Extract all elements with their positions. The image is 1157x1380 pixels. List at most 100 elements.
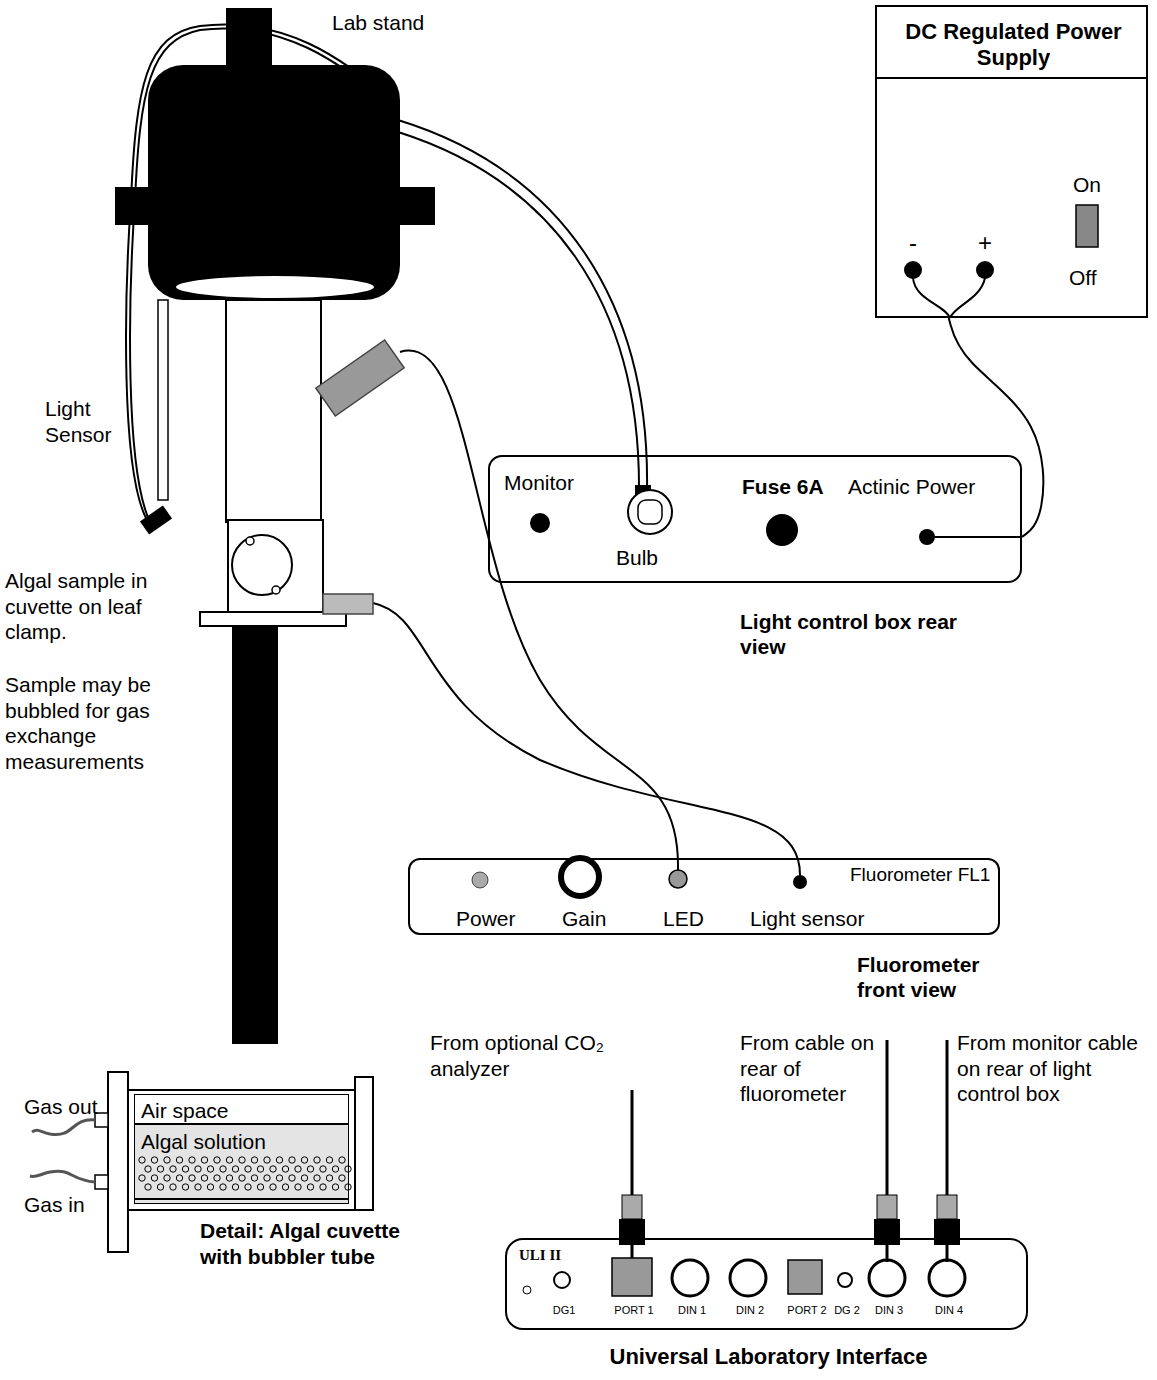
fluorometer-parts — [472, 858, 807, 896]
fluorometer-parts-part — [793, 875, 807, 889]
control-label: Gain — [562, 906, 606, 931]
algal-cuvette-part-part — [270, 1184, 276, 1190]
band-label: Air space — [141, 1098, 229, 1123]
algal-cuvette-part — [108, 1072, 128, 1252]
algal-cuvette-part-part — [314, 1157, 320, 1163]
algal-cuvette-part-part — [226, 1175, 232, 1181]
power-supply-parts — [877, 78, 1146, 318]
algal-cuvette-part-part — [270, 1166, 276, 1172]
algal-cuvette-part-part — [339, 1157, 345, 1163]
algal-cuvette-part-part — [176, 1175, 182, 1181]
algal-cuvette-part-part — [145, 1166, 151, 1172]
port-label: PORT 2 — [784, 1304, 830, 1317]
algal-cuvette-part-part — [257, 1166, 263, 1172]
algal-cuvette-part-part — [264, 1175, 270, 1181]
algal-cuvette-part-part — [239, 1157, 245, 1163]
light-box-parts-part — [935, 536, 1022, 538]
led-holder — [316, 340, 404, 416]
air-space-band: Air space — [134, 1094, 349, 1124]
lamp-cable-part — [398, 132, 639, 490]
port-label: DIN 3 — [866, 1304, 912, 1317]
light-box-parts-part — [530, 513, 550, 533]
fluorometer-cables-part — [373, 603, 800, 875]
power-supply-parts-part — [1076, 205, 1098, 247]
interface-box: ULI IIDG1PORT 1DIN 1DIN 2PORT 2DG 2DIN 3… — [505, 1238, 1028, 1330]
led-holder-part — [316, 340, 404, 416]
cable-note: From cable on rear of fluorometer — [740, 1030, 880, 1107]
algal-cuvette-part-part — [276, 1157, 282, 1163]
algal-cuvette-part-part — [301, 1157, 307, 1163]
light-box-parts-part — [628, 490, 672, 534]
uli-connectors-part — [612, 1258, 652, 1296]
switch-label: On — [1073, 172, 1101, 197]
cable-note: From monitor cable on rear of light cont… — [957, 1030, 1149, 1107]
algal-cuvette-part-part — [307, 1166, 313, 1172]
light-box-parts-part — [766, 514, 798, 546]
lab-stand-part — [232, 624, 278, 1044]
algal-cuvette-part-part — [145, 1184, 151, 1190]
uli-cables-part — [619, 1219, 645, 1245]
algal-cuvette-part-part — [276, 1175, 282, 1181]
algal-cuvette-part-part — [264, 1157, 270, 1163]
power-supply-parts-part — [950, 278, 985, 318]
algal-cuvette-part-part — [164, 1175, 170, 1181]
leaf-clamp-part — [228, 520, 323, 612]
algal-cuvette-part-part — [170, 1166, 176, 1172]
algal-cuvette-part-part — [232, 1184, 238, 1190]
lamp-cable-part — [398, 120, 647, 490]
algal-cuvette-part-part — [282, 1166, 288, 1172]
box-title: DC Regulated Power Supply — [885, 19, 1142, 72]
jack-label: Bulb — [616, 545, 658, 570]
light-box-parts-part — [638, 500, 662, 524]
light-guide-tube — [226, 300, 321, 522]
uli-connectors-part — [869, 1260, 905, 1296]
port-label: DIN 1 — [669, 1304, 715, 1317]
algal-cuvette-part-part — [201, 1157, 207, 1163]
fluorometer-cables — [373, 351, 800, 875]
algal-cuvette-part-part — [314, 1175, 320, 1181]
algal-cuvette-part-part — [214, 1175, 220, 1181]
algal-cuvette-part-part — [164, 1157, 170, 1163]
light-guide-tube-part — [226, 300, 321, 522]
algal-cuvette-part-part — [207, 1166, 213, 1172]
algal-cuvette-part-part — [195, 1184, 201, 1190]
algal-cuvette-part-part — [214, 1157, 220, 1163]
lamp-housing-part — [148, 65, 400, 300]
leaf-clamp-part — [232, 535, 292, 595]
terminal-sign: + — [978, 229, 992, 258]
algal-cuvette-part-part — [182, 1166, 188, 1172]
fluorometer-box: PowerGainLEDLight sensorFluorometer FL1F… — [408, 858, 1000, 935]
uli-connectors-part — [788, 1260, 822, 1294]
algal-cuvette-part-part — [207, 1184, 213, 1190]
algal-cuvette-part-part — [307, 1184, 313, 1190]
algal-cuvette-part-part — [157, 1184, 163, 1190]
part-label: Light Sensor — [45, 396, 125, 447]
power-supply-parts-part — [877, 77, 1146, 79]
uli-connectors-part — [730, 1260, 766, 1296]
light-control-box: MonitorBulbFuse 6AActinic PowerLight con… — [488, 455, 1022, 583]
sensor-rod — [140, 300, 172, 535]
algal-cuvette-part-part — [289, 1175, 295, 1181]
algal-cuvette-part-part — [251, 1157, 257, 1163]
algal-cuvette-part-part — [182, 1184, 188, 1190]
lamp-cable — [398, 120, 650, 508]
algal-cuvette-part-part — [139, 1157, 145, 1163]
clamp-light-sensor-part — [323, 594, 373, 614]
algal-cuvette-part — [128, 1090, 355, 1210]
lamp-housing-part — [175, 275, 375, 299]
port-label: DIN 4 — [926, 1304, 972, 1317]
algal-cuvette-part-part — [332, 1184, 338, 1190]
algal-solution-band: Algal solution — [134, 1124, 349, 1204]
algal-cuvette-part-part — [189, 1175, 195, 1181]
clamp-light-sensor — [323, 594, 373, 614]
cable-note: From optional CO₂ analyzer — [430, 1030, 625, 1081]
power-supply-parts-part — [913, 278, 950, 318]
uli-connectors-part — [929, 1260, 965, 1296]
algal-cuvette-part-part — [301, 1175, 307, 1181]
lamp-housing — [115, 65, 435, 300]
algal-cuvette-part-part — [345, 1166, 351, 1172]
light-box-parts-part — [919, 529, 935, 545]
algal-cuvette-part-part — [245, 1184, 251, 1190]
